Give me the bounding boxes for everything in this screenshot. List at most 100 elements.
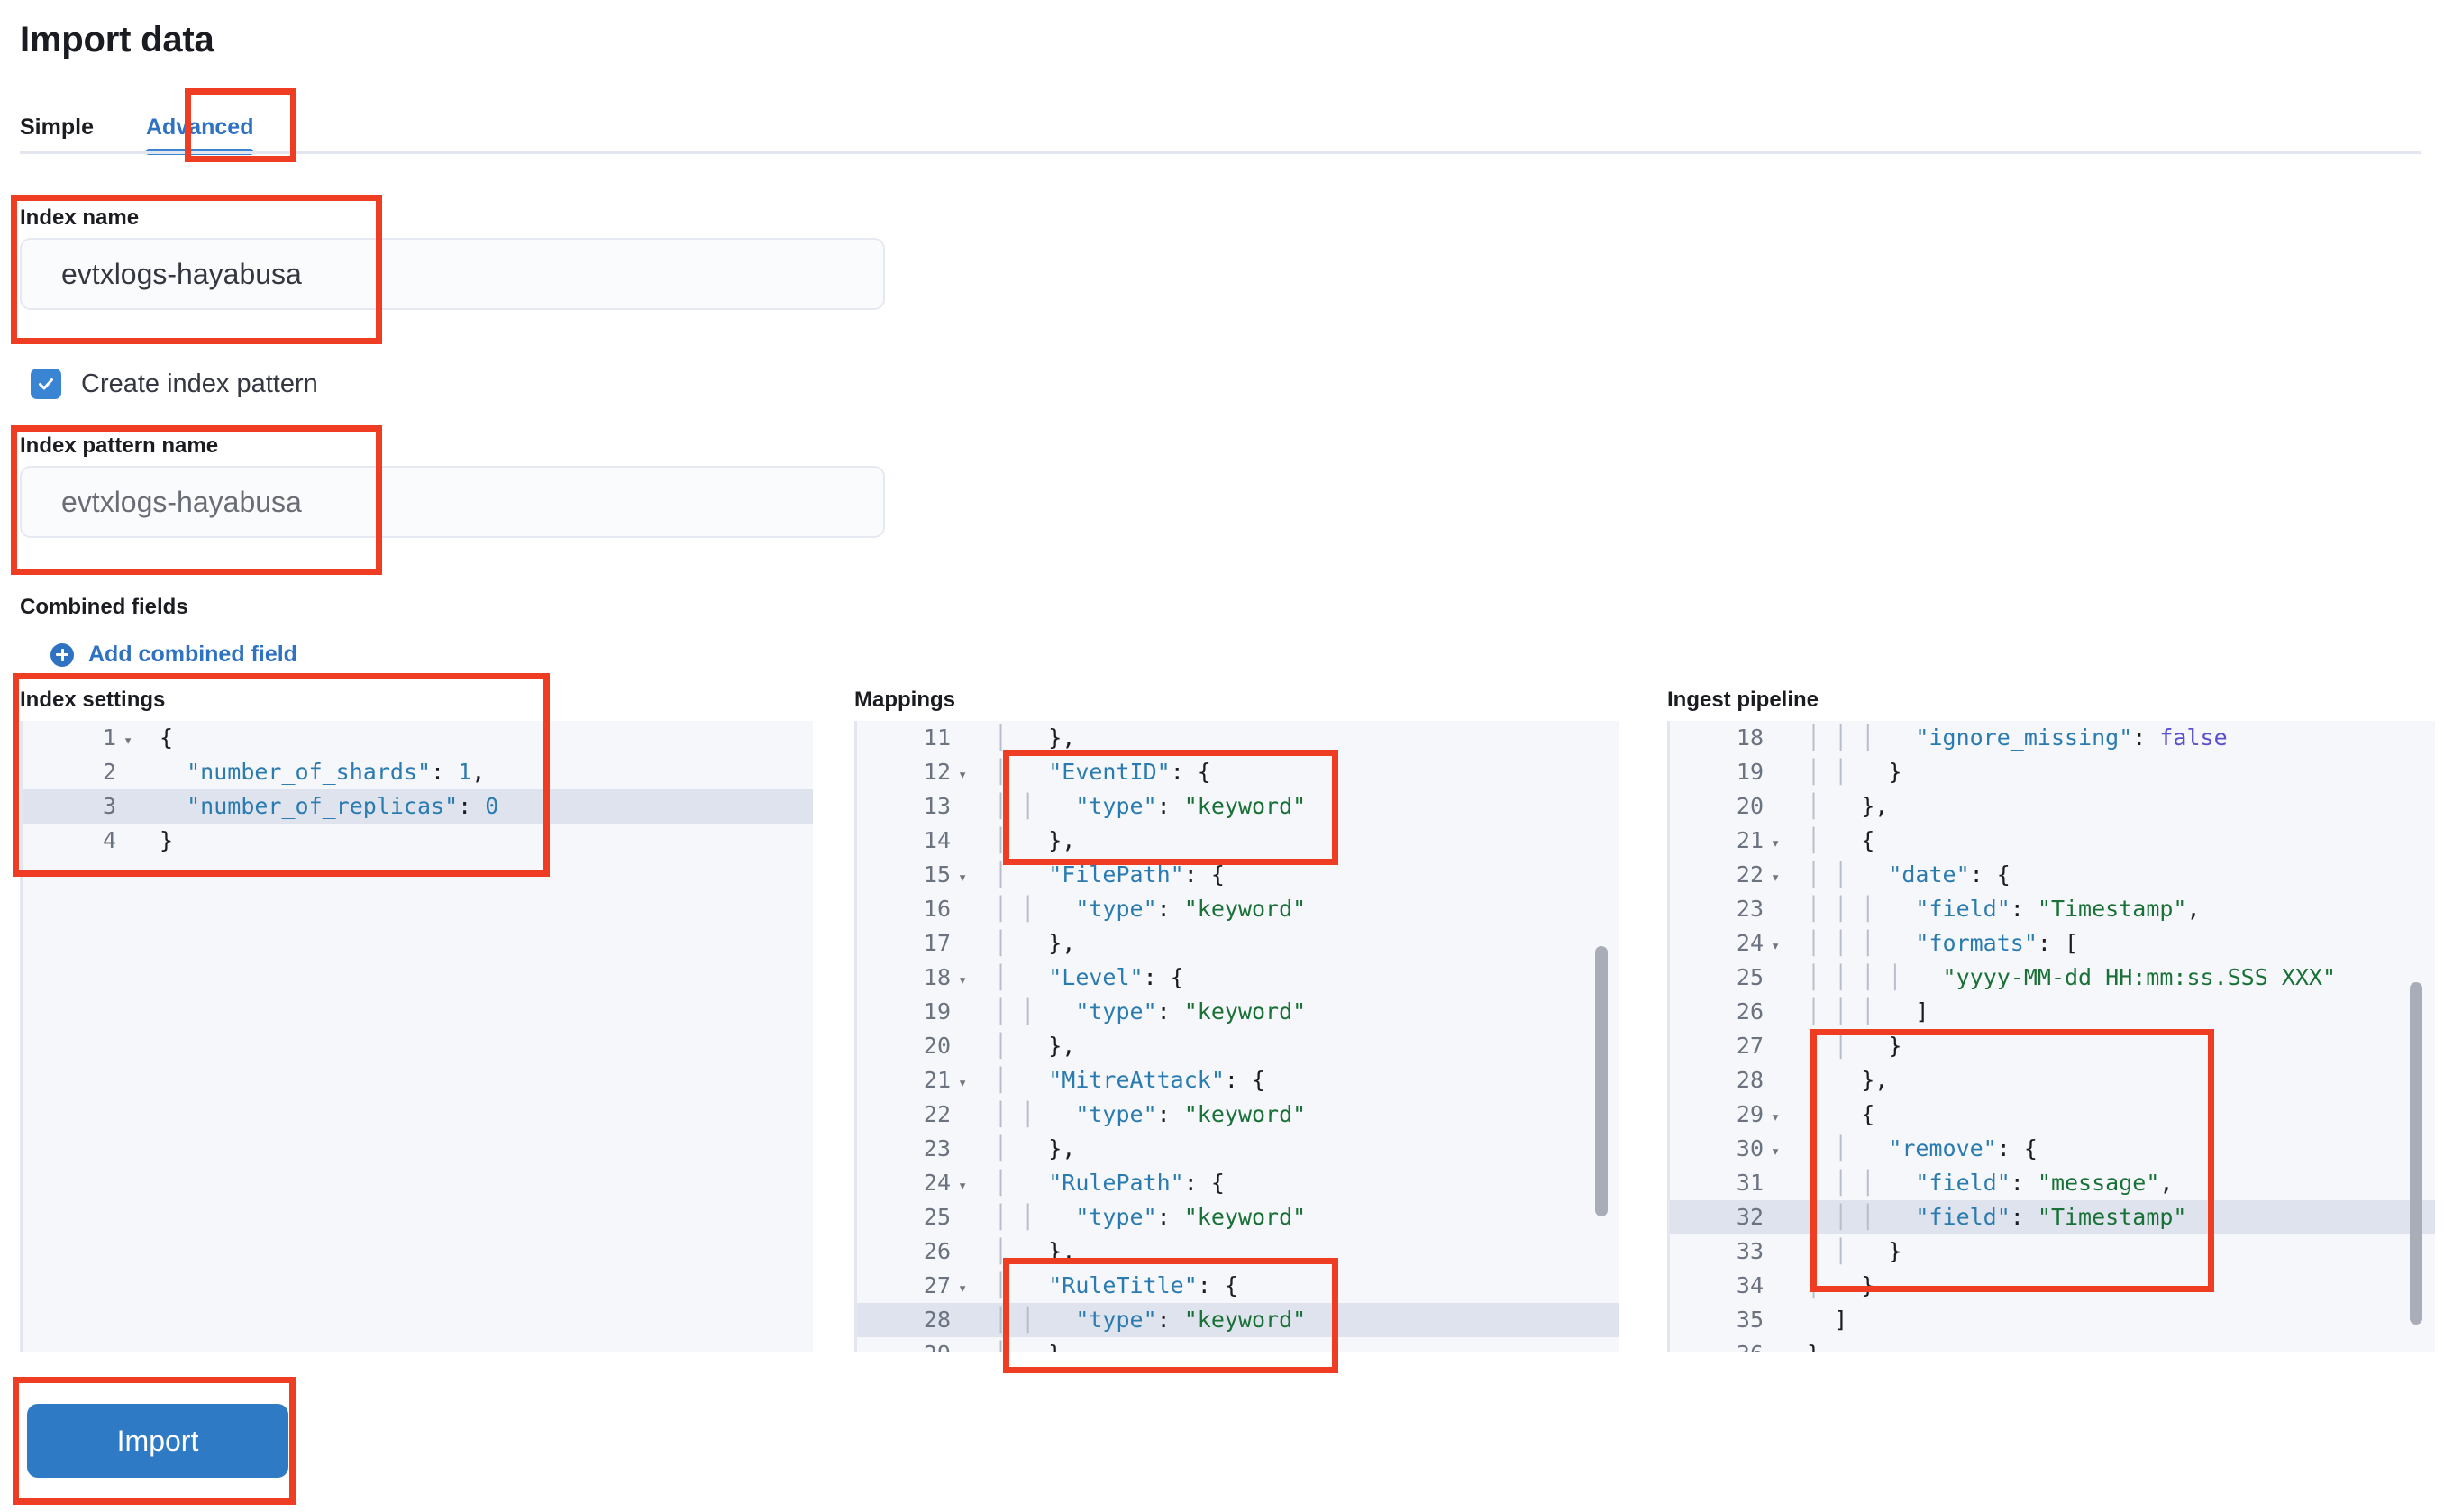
- code-text: │ │ "type": "keyword": [994, 998, 1307, 1025]
- code-text: │ │ }: [1807, 759, 1902, 785]
- code-text: │ │ "type": "keyword": [994, 896, 1307, 922]
- fold-caret-icon[interactable]: ▾: [123, 732, 133, 750]
- mappings-scrollbar[interactable]: [1595, 946, 1608, 1216]
- fold-spacer: [958, 721, 981, 755]
- mappings-title: Mappings: [854, 688, 955, 712]
- index-pattern-name-label: Index pattern name: [20, 433, 219, 458]
- line-number: 19: [1736, 759, 1764, 785]
- line-number: 36: [1670, 1337, 1771, 1352]
- code-text: │ │ "type": "keyword": [994, 1204, 1307, 1230]
- fold-caret-icon[interactable]: ▾: [1771, 937, 1781, 955]
- code-text: │ │ │ "ignore_missing": false: [1807, 724, 2228, 751]
- fold-caret-icon[interactable]: ▾: [1771, 1108, 1781, 1126]
- code-text: │ },: [994, 724, 1076, 751]
- code-line: 24▾│ "RulePath": {: [857, 1166, 1619, 1200]
- fold-spacer: [1771, 995, 1794, 1029]
- code-text: │ "Level": {: [994, 964, 1184, 990]
- code-line: 22▾│ │ "date": {: [1670, 858, 2435, 892]
- code-text: │ │ "type": "keyword": [994, 1101, 1307, 1127]
- fold-caret-icon[interactable]: ▾: [958, 1177, 968, 1195]
- fold-caret-icon[interactable]: ▾: [958, 971, 968, 989]
- line-number: 29: [1736, 1101, 1764, 1127]
- code-line: 16│ │ "type": "keyword": [857, 892, 1619, 926]
- code-line: 24▾│ │ │ "formats": [: [1670, 926, 2435, 961]
- line-number: 26: [1736, 998, 1764, 1025]
- fold-caret-icon[interactable]: ▾: [958, 869, 968, 887]
- line-number: 22: [1736, 861, 1764, 888]
- fold-spacer: [1771, 755, 1794, 789]
- code-line: 25│ │ │ │ "yyyy-MM-dd HH:mm:ss.SSS XXX": [1670, 961, 2435, 995]
- fold-caret-icon[interactable]: ▾: [1771, 834, 1781, 852]
- create-index-pattern-row[interactable]: Create index pattern: [31, 369, 318, 399]
- fold-caret-icon[interactable]: ▾: [1771, 869, 1781, 887]
- code-text: │ │ "type": "keyword": [994, 1307, 1307, 1333]
- code-line: 30▾│ │ "remove": {: [1670, 1132, 2435, 1166]
- line-number: 35: [1736, 1307, 1764, 1333]
- code-text: │ "RuleTitle": {: [994, 1272, 1238, 1298]
- page-title: Import data: [20, 20, 214, 59]
- fold-spacer: [958, 1337, 981, 1352]
- tab-advanced[interactable]: Advanced: [117, 116, 278, 155]
- fold-caret-icon[interactable]: ▾: [1771, 1143, 1781, 1161]
- line-number: 1: [102, 724, 116, 751]
- code-text: }: [160, 827, 174, 853]
- code-line: 14│ },: [857, 824, 1619, 858]
- code-text: │ },: [994, 1238, 1076, 1264]
- code-line: 20│ },: [1670, 789, 2435, 824]
- code-text: │ │ │ "field": "Timestamp",: [1807, 896, 2201, 922]
- code-line: 3 "number_of_replicas": 0: [23, 789, 813, 824]
- index-pattern-name-input[interactable]: evtxlogs-hayabusa: [20, 466, 885, 538]
- code-line: 28│ },: [1670, 1063, 2435, 1098]
- line-number: 34: [1736, 1272, 1764, 1298]
- code-line: 33│ │ }: [1670, 1234, 2435, 1269]
- fold-spacer: [1771, 1234, 1794, 1269]
- code-line: 11 │ },: [857, 721, 1619, 755]
- fold-spacer: [1771, 721, 1794, 755]
- code-line: 21▾│ "MitreAttack": {: [857, 1063, 1619, 1098]
- code-text: │ "FilePath": {: [994, 861, 1225, 888]
- fold-spacer: [958, 1303, 981, 1337]
- line-number: 23: [1736, 896, 1764, 922]
- plus-circle-icon: [50, 642, 74, 667]
- import-button[interactable]: Import: [27, 1404, 288, 1478]
- line-number: 28: [1736, 1067, 1764, 1093]
- add-combined-field-label: Add combined field: [88, 642, 297, 667]
- code-line: 12▾│ "EventID": {: [857, 755, 1619, 789]
- add-combined-field-button[interactable]: Add combined field: [50, 642, 297, 668]
- fold-caret-icon[interactable]: ▾: [958, 766, 968, 784]
- code-line: 19 │ │ }: [1670, 755, 2435, 789]
- index-name-input[interactable]: evtxlogs-hayabusa: [20, 238, 885, 310]
- line-number: 4: [102, 827, 116, 853]
- line-number: 19: [923, 998, 951, 1025]
- line-number: 27: [923, 1272, 951, 1298]
- fold-caret-icon[interactable]: ▾: [958, 1074, 968, 1092]
- checkbox-checked-icon[interactable]: [31, 369, 61, 399]
- fold-caret-icon[interactable]: ▾: [958, 1280, 968, 1298]
- code-line: 19 │ │ "type": "keyword": [857, 995, 1619, 1029]
- line-number: 21: [923, 1067, 951, 1093]
- fold-spacer: [1771, 1200, 1794, 1234]
- index-settings-editor[interactable]: 1▾{2 "number_of_shards": 1,3 "number_of_…: [20, 721, 813, 1352]
- mappings-editor[interactable]: 11│ },12▾│ "EventID": {13│ │ "type": "ke…: [854, 721, 1619, 1352]
- line-number: 11: [923, 724, 951, 751]
- fold-spacer: [1771, 961, 1794, 995]
- code-text: }: [1794, 1337, 2435, 1352]
- ingest-pipeline-scrollbar[interactable]: [2410, 982, 2422, 1325]
- fold-spacer: [958, 1200, 981, 1234]
- code-line: 21▾│ {: [1670, 824, 2435, 858]
- code-text: │ }: [1807, 1272, 1875, 1298]
- code-line: 26│ │ │ ]: [1670, 995, 2435, 1029]
- line-number: 30: [1736, 1135, 1764, 1161]
- line-number: 33: [1736, 1238, 1764, 1264]
- tab-simple[interactable]: Simple: [20, 114, 94, 140]
- code-line: 23 │ │ │ "field": "Timestamp",: [1670, 892, 2435, 926]
- code-line: 15▾│ "FilePath": {: [857, 858, 1619, 892]
- code-line: 1▾{: [23, 721, 813, 755]
- fold-spacer: [958, 995, 981, 1029]
- code-line: 25│ │ "type": "keyword": [857, 1200, 1619, 1234]
- code-line: 27 ▾ │ "RuleTitle": {: [857, 1269, 1619, 1303]
- code-line: 34 │ }: [1670, 1269, 2435, 1303]
- code-line: 2 "number_of_shards": 1,: [23, 755, 813, 789]
